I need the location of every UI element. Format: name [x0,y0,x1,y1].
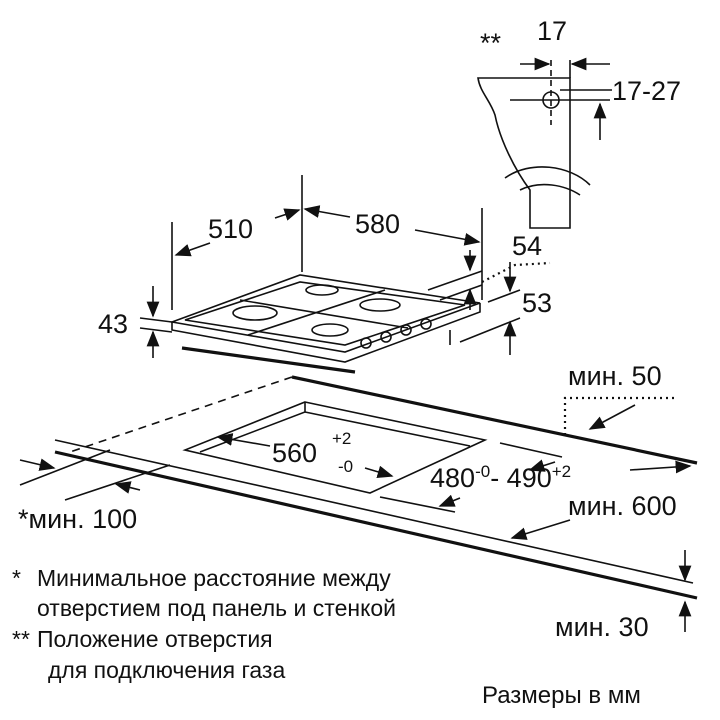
hob-rear-height-label: 54 [512,231,542,261]
footnote-1-marker: * [12,565,21,591]
cutout-width-tol-minus: -0 [338,457,353,476]
worktop-thickness-label: мин. 30 [555,612,649,642]
footnote-1-line2: отверстием под панель и стенкой [37,595,397,621]
bracket-hole-label: 17-27 [612,76,681,106]
footnote-2-line1: Положение отверстия [37,626,273,652]
gas-bracket [477,57,612,229]
footnote-1: * Минимальное расстояние между [12,563,391,593]
cutout-width-label: 560 [272,438,317,468]
side-gap-label: *мин. 100 [18,504,137,534]
worktop-depth-label: мин. 600 [568,491,677,521]
bracket-depth-label: 17 [537,16,567,46]
hob-depth-label: 510 [208,214,253,244]
footnote-2-marker: ** [12,626,30,652]
worktop [54,375,698,600]
hob-front-height-label: 43 [98,309,128,339]
cutout-depth-label: 480-0- 490+2 [430,462,571,493]
footnote-2: ** Положение отверстия [12,624,273,654]
bracket-marker: ** [480,28,502,58]
cutout-width-tol-plus: +2 [332,429,351,448]
footnote-2-line2: для подключения газа [48,657,286,683]
hob-gas-height-label: 53 [522,288,552,318]
footnote-1-line1: Минимальное расстояние между [37,565,391,591]
units-label: Размеры в мм [482,682,641,709]
wall-gap-label: мин. 50 [568,361,662,391]
hob-width-label: 580 [355,209,400,239]
hob [168,274,481,374]
